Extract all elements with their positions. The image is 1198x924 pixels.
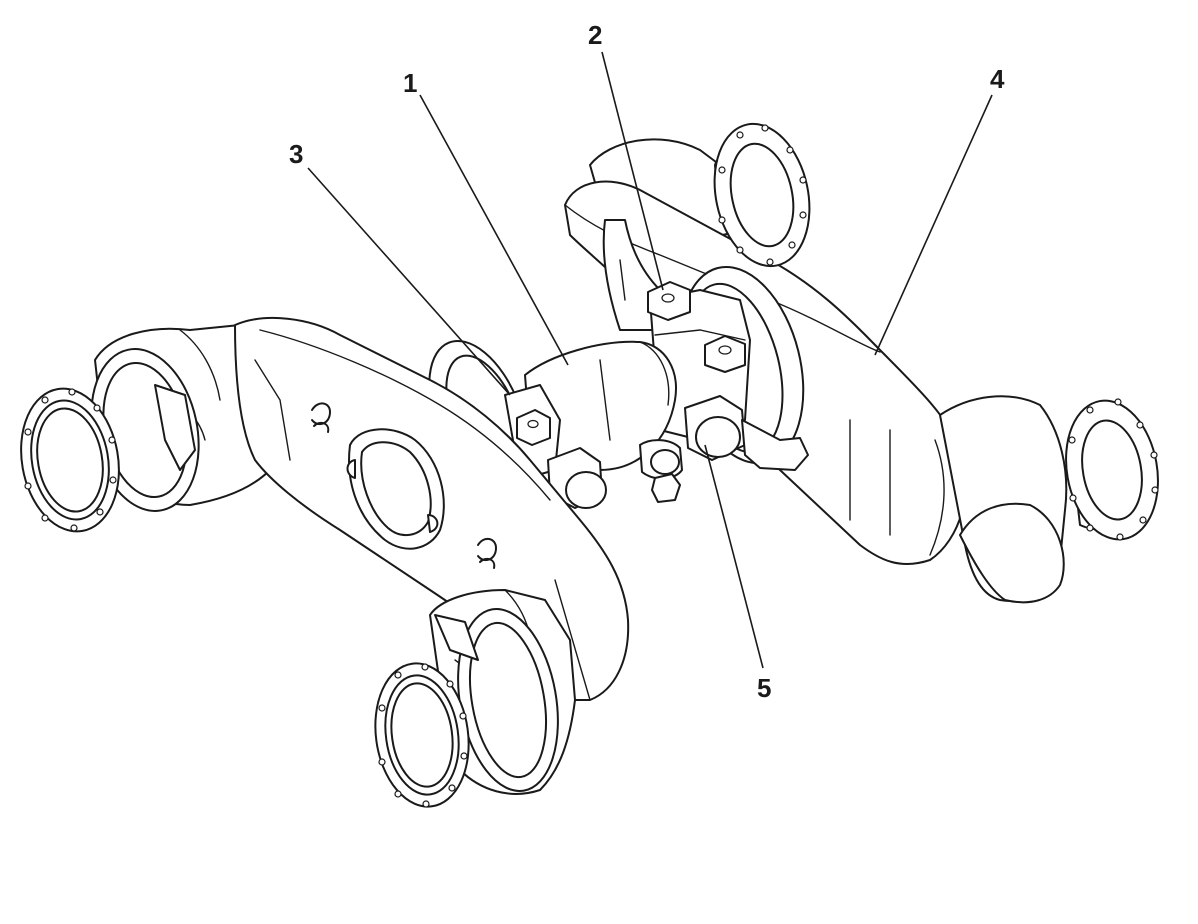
leader-line-1 xyxy=(419,94,569,366)
arm-lightening-hole xyxy=(346,428,445,550)
flange-bolt-holes xyxy=(378,663,468,808)
callout-label-4: 4 xyxy=(990,64,1005,94)
leader-line-3 xyxy=(307,167,511,396)
flange-bolt-holes xyxy=(718,124,807,266)
callout-label-2: 2 xyxy=(588,20,602,50)
bearing-block xyxy=(684,395,809,471)
callout-label-1: 1 xyxy=(403,68,417,98)
callout-label-5: 5 xyxy=(757,673,771,703)
leader-line-2 xyxy=(601,51,664,291)
leader-line-5 xyxy=(704,444,764,669)
flange-bolt-holes xyxy=(24,388,117,532)
wheel-flange-top-right xyxy=(713,122,811,268)
callout-leaders xyxy=(307,51,993,669)
leader-line-4 xyxy=(874,94,993,356)
hub-ring-lower xyxy=(434,608,559,792)
wheel-flange-bottom-right xyxy=(1065,398,1159,541)
flange-bolt-holes xyxy=(1068,398,1159,541)
wheel-flange-upper-left xyxy=(20,387,120,533)
callout-label-3: 3 xyxy=(289,139,303,169)
wheel-flange-lower-left xyxy=(374,662,470,808)
